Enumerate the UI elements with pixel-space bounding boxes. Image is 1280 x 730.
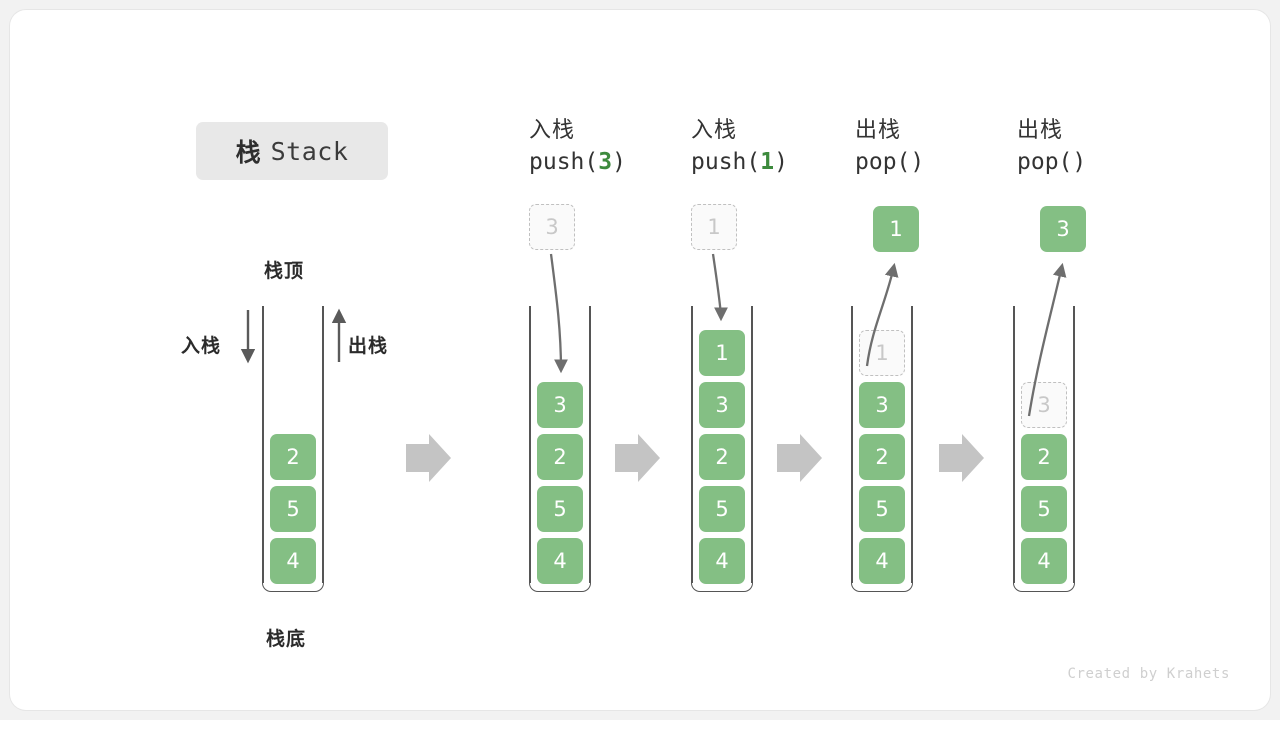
column-header-code: push(1): [691, 145, 891, 179]
stack-wall-left: [691, 306, 693, 583]
code-arg: 3: [598, 149, 613, 175]
push-direction-label: 入栈: [181, 336, 222, 357]
stack-wall-left: [529, 306, 531, 583]
column-header-cjk: 入栈: [691, 117, 738, 142]
column-header-code: pop(): [855, 145, 1055, 179]
stack-item: 5: [1021, 486, 1067, 532]
stack-wall-left: [262, 306, 264, 583]
code-suffix: ): [612, 149, 626, 175]
removed-slot-box: 3: [1021, 382, 1067, 428]
removed-slot-box: 1: [859, 330, 905, 376]
diagram-card: 栈 Stack 栈顶 栈底 入栈 出栈 入栈 push(3) 入栈 push(1…: [10, 10, 1270, 710]
pop-direction-label: 出栈: [348, 336, 389, 357]
stack-item: 4: [1021, 538, 1067, 584]
incoming-value-box: 3: [529, 204, 575, 250]
stack-wall-right: [322, 306, 324, 583]
title-en: Stack: [270, 136, 349, 166]
column-header-pop-3: 出栈 pop(): [1017, 115, 1217, 179]
stack-item: 2: [1021, 434, 1067, 480]
column-header-push-3: 入栈 push(3): [529, 115, 729, 179]
transition-arrow-2: [615, 434, 660, 482]
stack-walls: [691, 306, 753, 592]
stack-item: 2: [699, 434, 745, 480]
stack-item: 5: [699, 486, 745, 532]
stack-floor: [529, 578, 591, 592]
stack-item: 4: [699, 538, 745, 584]
stack-item: 3: [859, 382, 905, 428]
transition-arrow-4: [939, 434, 984, 482]
stack-wall-right: [589, 306, 591, 583]
stack-floor: [851, 578, 913, 592]
stack-container-pop-1: 1 3 2 5 4: [851, 306, 913, 592]
column-header-cjk: 出栈: [1017, 117, 1064, 142]
stack-item: 3: [537, 382, 583, 428]
stack-item: 2: [859, 434, 905, 480]
column-header-code: push(3): [529, 145, 729, 179]
stack-item: 3: [699, 382, 745, 428]
column-header-push-1: 入栈 push(1): [691, 115, 891, 179]
stack-item: 2: [270, 434, 316, 480]
code-prefix: pop(: [1017, 149, 1073, 175]
code-arg: 1: [760, 149, 775, 175]
code-prefix: push(: [529, 149, 599, 175]
incoming-value-box: 1: [691, 204, 737, 250]
stack-walls: [262, 306, 324, 592]
stack-bottom-label: 栈底: [266, 629, 307, 650]
stack-item: 4: [859, 538, 905, 584]
stack-wall-left: [1013, 306, 1015, 583]
stack-container-pop-3: 3 2 5 4: [1013, 306, 1075, 592]
stack-item: 4: [537, 538, 583, 584]
stack-container-push-3: 3 2 5 4: [529, 306, 591, 592]
stack-wall-right: [1073, 306, 1075, 583]
column-header-cjk: 入栈: [529, 117, 576, 142]
title-badge: 栈 Stack: [196, 122, 388, 180]
stack-container-push-1: 1 3 2 5 4: [691, 306, 753, 592]
footer-credit: Created by Krahets: [1067, 666, 1230, 682]
stack-item: 2: [537, 434, 583, 480]
stack-container-initial: 2 5 4: [262, 306, 324, 592]
stack-item: 5: [537, 486, 583, 532]
stack-top-label: 栈顶: [264, 261, 305, 282]
stack-item: 1: [699, 330, 745, 376]
stack-floor: [1013, 578, 1075, 592]
stack-wall-right: [751, 306, 753, 583]
stack-item: 5: [270, 486, 316, 532]
popped-value-box: 1: [873, 206, 919, 252]
stack-floor: [691, 578, 753, 592]
code-suffix: ): [1072, 149, 1087, 175]
stack-walls: [851, 306, 913, 592]
stack-walls: [1013, 306, 1075, 592]
stack-wall-left: [851, 306, 853, 583]
transition-arrow-3: [777, 434, 822, 482]
column-header-pop-1: 出栈 pop(): [855, 115, 1055, 179]
stack-walls: [529, 306, 591, 592]
title-cjk: 栈: [235, 139, 262, 167]
stack-item: 4: [270, 538, 316, 584]
code-suffix: ): [910, 149, 925, 175]
column-header-cjk: 出栈: [855, 117, 902, 142]
transition-arrow-1: [406, 434, 451, 482]
stack-floor: [262, 578, 324, 592]
code-suffix: ): [774, 149, 788, 175]
code-prefix: pop(: [855, 149, 911, 175]
stack-wall-right: [911, 306, 913, 583]
column-header-code: pop(): [1017, 145, 1217, 179]
code-prefix: push(: [691, 149, 761, 175]
stack-item: 5: [859, 486, 905, 532]
popped-value-box: 3: [1040, 206, 1086, 252]
